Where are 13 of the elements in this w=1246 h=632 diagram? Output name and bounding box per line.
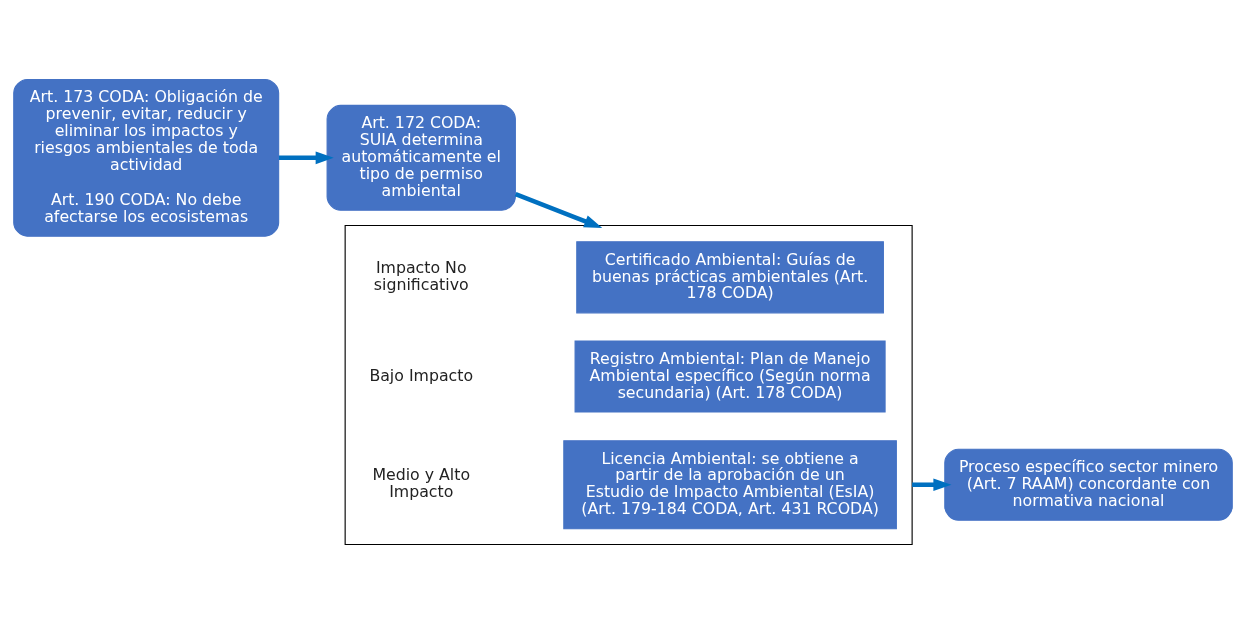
node-box: Licencia Ambiental: se obtiene a partir de la aprobación de un Estudio de Impacto Ambiental (EsIA) (Art. 179-184 CODA, Art. 431 RCODA)	[563, 439, 897, 529]
node-box: Certificado Ambiental: Guías de buenas prácticas ambientales (Art. 178 CODA)	[576, 240, 884, 313]
node-box: Proceso específico sector minero (Art. 7 RAAM) concordante con normativa nacional	[944, 448, 1233, 521]
node-box: Art. 173 CODA: Obligación de prevenir, evitar, reducir y eliminar los impactos y riesgos ambientales de toda actividad Art. 190 CODA: No debe afectarse los ecosistemas	[13, 78, 280, 237]
node-text: Impacto No significativo	[373, 257, 469, 294]
node-text: Bajo Impacto	[369, 365, 474, 385]
cluster	[344, 224, 913, 545]
arrow	[912, 477, 952, 491]
node-text: Medio y Alto Impacto	[372, 464, 471, 501]
arrow	[278, 151, 334, 164]
node-box: Art. 172 CODA: SUIA determina automáticamente el tipo de permiso ambiental	[326, 104, 516, 211]
node-box: Registro Ambiental: Plan de Manejo Ambiental específico (Según norma secundaria) (Art. 178 CODA)	[574, 339, 886, 413]
arrow	[514, 191, 603, 228]
